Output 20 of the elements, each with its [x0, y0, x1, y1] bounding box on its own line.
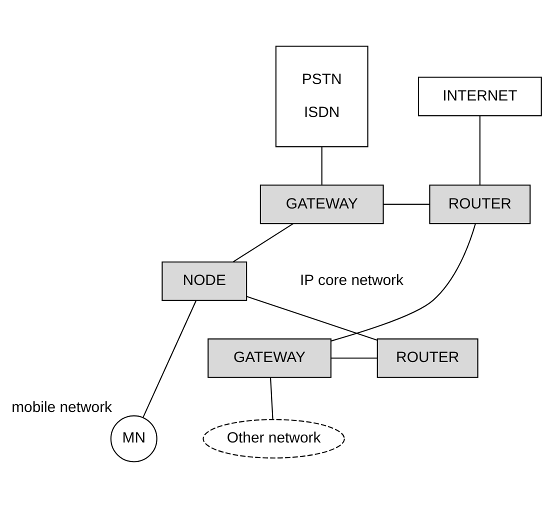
node-box: ROUTER	[376, 338, 478, 378]
connector	[246, 296, 378, 340]
connector	[142, 300, 196, 418]
node-box: NODE	[162, 260, 248, 300]
node-circle: MN	[110, 414, 158, 462]
node-ellipse: Other network	[202, 418, 345, 458]
node-box: INTERNET	[418, 76, 542, 116]
node-box: ROUTER	[429, 184, 531, 224]
connector	[232, 222, 294, 262]
connector	[321, 146, 322, 184]
connector	[330, 357, 378, 358]
node-box: GATEWAY	[208, 338, 332, 378]
label: IP core network	[300, 272, 404, 289]
node-box: GATEWAY	[260, 184, 384, 224]
connector	[331, 223, 476, 341]
connector	[270, 376, 274, 419]
connector	[383, 203, 430, 204]
connector	[479, 115, 480, 185]
node-label: mobile network	[12, 398, 112, 416]
node-box: PSTN ISDN	[275, 45, 368, 147]
